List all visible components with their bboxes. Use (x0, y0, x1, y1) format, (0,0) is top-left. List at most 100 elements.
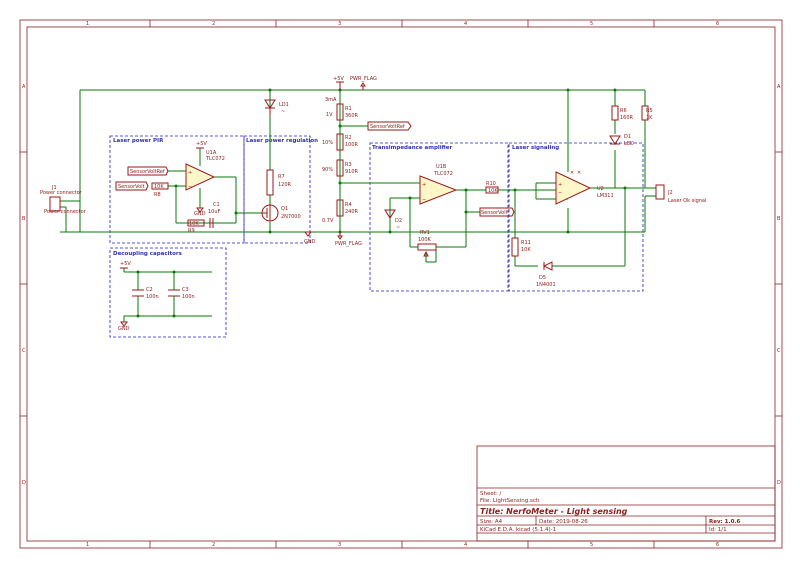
connector-j2[interactable]: J2 Laser Ok signal (655, 184, 706, 204)
junctions (136, 88, 627, 318)
date-label: Date: 2019-08-26 (539, 519, 588, 525)
svg-text:LED: LED (624, 141, 634, 147)
resistor-r3[interactable]: R3 910R (336, 159, 359, 177)
annotation: 1V (326, 112, 333, 118)
net-label-pwr-flag: PWR_FLAG (335, 241, 362, 247)
resistor-r8[interactable]: 10K R8 (151, 182, 169, 198)
annotation: 0.7V (322, 218, 334, 224)
transistor-q1[interactable]: Q1 2N7000 (261, 204, 301, 222)
tool-label: KiCad E.D.A. kicad (5.1.4)-1 (480, 527, 556, 533)
photodiode-d2[interactable]: D2 ~ (384, 209, 402, 231)
svg-text:R3: R3 (345, 162, 352, 168)
net-label-5v: +5V (120, 261, 131, 267)
row-label: D (22, 480, 26, 486)
svg-text:SensorVoltRef: SensorVoltRef (370, 124, 405, 130)
net-label-sensor-volt-pir: SensorVolt (115, 181, 149, 191)
col-label: 5 (590, 542, 593, 548)
resistor-r5[interactable]: R5 1K (641, 105, 653, 121)
svg-text:LM311: LM311 (597, 193, 614, 199)
col-label: 3 (338, 21, 341, 27)
col-label: 1 (86, 21, 89, 27)
resistor-r1[interactable]: R1 360R (336, 103, 359, 121)
svg-text:10K: 10K (189, 221, 199, 227)
potentiometer-rv1[interactable]: RV1 100K (417, 230, 437, 257)
svg-text:10uF: 10uF (208, 209, 221, 215)
diode-d5[interactable]: D5 1N4001 (536, 261, 556, 288)
annotation: 10% (322, 140, 333, 146)
svg-text:+: + (188, 170, 192, 176)
net-label-gnd: GND (194, 211, 206, 217)
svg-text:~: ~ (396, 225, 400, 231)
svg-text:U2: U2 (597, 186, 604, 192)
size-label: Size: A4 (480, 519, 503, 525)
resistor-r9[interactable]: 10K R9 (187, 219, 205, 234)
svg-text:R10: R10 (486, 181, 496, 187)
svg-text:1K: 1K (646, 115, 653, 121)
svg-text:~: ~ (281, 109, 285, 115)
svg-text:R5: R5 (646, 108, 653, 114)
svg-text:R6: R6 (620, 108, 627, 114)
svg-text:R9: R9 (188, 228, 195, 234)
capacitor-c1[interactable]: C1 10uF (208, 202, 221, 228)
led-d1[interactable]: D1 LED (609, 134, 634, 147)
wires (60, 89, 656, 322)
opamp-u1a[interactable]: + − U1A TLC072 (185, 150, 225, 191)
net-label-5v: +5V (196, 141, 207, 147)
col-label: 5 (590, 21, 593, 27)
svg-text:100K: 100K (418, 237, 432, 243)
svg-text:2N7000: 2N7000 (281, 214, 301, 220)
resistor-r10[interactable]: R10 10K (485, 181, 499, 194)
svg-text:R8: R8 (154, 192, 161, 198)
svg-text:910R: 910R (345, 169, 359, 175)
row-label: A (22, 84, 26, 90)
svg-text:240R: 240R (345, 209, 359, 215)
svg-text:SensorVolt: SensorVolt (481, 210, 508, 216)
resistor-r6[interactable]: R6 160R (611, 105, 634, 121)
resistor-r4[interactable]: R4 240R (336, 199, 359, 217)
svg-text:J2: J2 (667, 190, 673, 196)
resistor-r11[interactable]: R11 10K (511, 237, 531, 257)
annotation: 90% (322, 167, 333, 173)
net-label-gnd: GND (304, 239, 316, 245)
net-label-gnd: GND (118, 326, 130, 332)
svg-text:R7: R7 (278, 174, 285, 180)
row-label: D (777, 480, 781, 486)
file-label: File: LightSensing.sch (480, 498, 540, 504)
svg-text:+: + (422, 182, 426, 188)
comparator-u2[interactable]: + − ✕ ✕ U2 LM311 (555, 170, 614, 205)
laser-diode-ld1[interactable]: LD1 ~ (264, 99, 289, 116)
svg-text:Laser Ok signal: Laser Ok signal (668, 198, 706, 204)
svg-text:D2: D2 (395, 218, 402, 224)
resistor-r2[interactable]: R2 100R (336, 133, 359, 151)
net-label-pwr-flag: PWR_FLAG (350, 76, 377, 82)
annotation: 3mA (325, 97, 337, 103)
svg-text:100n: 100n (182, 294, 195, 300)
net-label-sensor-volt-tia: SensorVolt (479, 207, 515, 217)
svg-text:+: + (558, 182, 562, 188)
row-label: C (777, 348, 781, 354)
col-label: 4 (464, 21, 467, 27)
svg-text:Power connector: Power connector (40, 190, 83, 196)
svg-text:Q1: Q1 (281, 206, 288, 212)
block-laser-power-regulation (243, 135, 311, 244)
capacitor-c3[interactable]: C3 100n (168, 287, 195, 300)
svg-text:TLC072: TLC072 (433, 171, 453, 177)
col-label: 2 (212, 21, 215, 27)
rev-label: Rev: 1.0.6 (709, 519, 740, 525)
svg-text:C1: C1 (213, 202, 220, 208)
row-label: C (22, 348, 26, 354)
capacitor-c2[interactable]: C2 100n (132, 287, 159, 300)
opamp-u1b[interactable]: + − U1B TLC072 (419, 164, 458, 205)
block-title: Laser power PIR (113, 138, 164, 144)
sheet-label: Sheet: / (480, 491, 502, 497)
svg-text:10K: 10K (488, 188, 498, 194)
svg-text:R11: R11 (521, 240, 531, 246)
svg-text:100R: 100R (345, 142, 359, 148)
svg-text:−: − (422, 197, 426, 203)
svg-text:LD1: LD1 (279, 102, 289, 108)
svg-text:C2: C2 (146, 287, 153, 293)
resistor-r7[interactable]: R7 120R (266, 169, 292, 196)
frame-labels: 1 2 3 4 5 6 1 2 3 4 5 6 A B C D A B C D (22, 21, 781, 548)
svg-text:R1: R1 (345, 106, 352, 112)
connector-j1[interactable]: J1 Power connector Power connector (40, 185, 87, 215)
